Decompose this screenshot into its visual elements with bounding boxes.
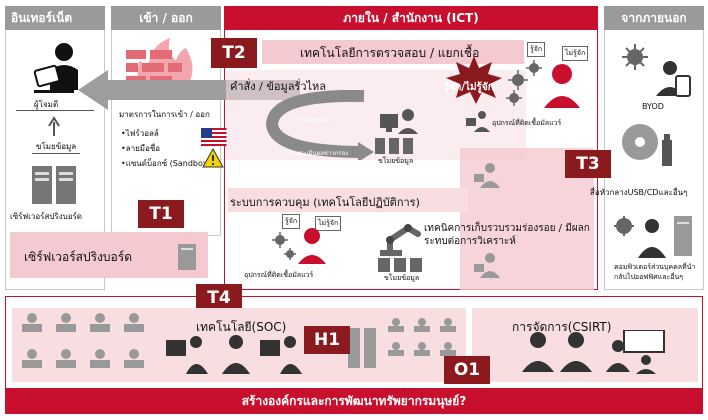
t3-device-icon bbox=[474, 253, 500, 278]
springboard-box bbox=[10, 232, 208, 278]
springboard-label: เซิร์ฟเวอร์สปริงบอร์ด bbox=[24, 250, 132, 264]
measure-firewall: •ไฟร์วอลล์ bbox=[121, 129, 159, 138]
soc-analyst-icons bbox=[166, 335, 302, 374]
byod-device-icon bbox=[656, 61, 691, 97]
internet-header: อินเทอร์เน็ต bbox=[5, 6, 105, 30]
known-badge: รู้จัก bbox=[527, 42, 546, 57]
infected-user-icon bbox=[506, 60, 580, 108]
byod-virus-icon bbox=[622, 44, 648, 70]
detect-title: เทคโนโลยีการตรวจสอบ / แยกเชื้อ bbox=[300, 46, 480, 60]
flag-icon bbox=[201, 128, 227, 146]
personal-pc-label: คอมพิวเตอร์ส่วนบุคคลที่นำกลับไปออฟฟิศและ… bbox=[614, 263, 696, 281]
attacker-divider bbox=[16, 110, 94, 111]
measures-title: มาตรการในการเข้า / ออก bbox=[119, 110, 210, 119]
footer-bar bbox=[5, 388, 703, 414]
tag-o1: O1 bbox=[444, 356, 490, 384]
attacker-icon bbox=[33, 43, 78, 93]
measure-signature: •ลายมือชื่อ bbox=[121, 144, 161, 153]
spread-label: การแพร่พันธุ์ bbox=[296, 117, 329, 124]
control-title-box bbox=[228, 188, 468, 212]
tag-t4: T4 bbox=[196, 284, 242, 312]
user-pc-icon bbox=[380, 109, 418, 134]
stolen-label-2: ขโมยข้อมูล bbox=[384, 274, 420, 282]
infected-label-2: อุปกรณ์ที่ติดเชื้อมัลแวร์ bbox=[244, 271, 314, 279]
measure-sandbox: •แซนด์บ็อกซ์ (Sandbox) bbox=[121, 159, 211, 168]
server-label: เซิร์ฟเวอร์สปริงบอร์ด bbox=[10, 212, 82, 221]
detect-title-box bbox=[262, 40, 524, 64]
usb-cd-icon bbox=[622, 124, 672, 166]
forensics-label: เทคนิคการเก็บรวบรวมร่องรอย / มีผลกระทบต่… bbox=[424, 223, 590, 247]
tag-t1: T1 bbox=[138, 200, 184, 228]
burst-icon bbox=[446, 56, 502, 104]
robot-arm-icon bbox=[380, 224, 421, 256]
server-icon bbox=[32, 166, 76, 204]
tag-t2: T2 bbox=[211, 38, 257, 68]
byod-label: BYOD bbox=[642, 102, 664, 111]
gateway-header: เข้า / ออก bbox=[111, 6, 221, 30]
footer-label: สร้างองค์กรและการพัฒนาทรัพยากรมนุษย์? bbox=[241, 393, 467, 408]
t3-user-icon bbox=[474, 163, 500, 188]
springboard-server-icon bbox=[178, 244, 196, 270]
leak-label: ขโมยข้อมูล bbox=[32, 140, 81, 154]
csirt-team-icon bbox=[522, 330, 665, 374]
command-label: คำสั่ง / ข้อมูลรั่วไหล bbox=[230, 80, 327, 93]
tag-t3: T3 bbox=[565, 150, 611, 178]
tag-h1: H1 bbox=[304, 326, 350, 354]
control-title: ระบบการควบคุม (เทคโนโลยีปฏิบัติการ) bbox=[230, 196, 420, 209]
stolen-server-icon bbox=[375, 138, 413, 154]
warning-icon bbox=[202, 148, 224, 168]
unknown-badge-2: ไม่รู้จัก bbox=[315, 216, 342, 231]
infected-label: อุปกรณ์ที่ติดเชื้อมัลแวร์ bbox=[492, 119, 562, 127]
infected-pc-icon bbox=[466, 111, 490, 132]
internal-header: ภายใน / สำนักงาน (ICT) bbox=[224, 6, 598, 30]
known-unknown-label: รู้จัก/ไม่รู้จัก bbox=[444, 82, 494, 93]
soc-right-icons bbox=[348, 318, 456, 368]
spread-curve-arrow bbox=[265, 90, 374, 160]
usb-label: สื่อหัวกลางUSB/CDและอื่นๆ bbox=[590, 188, 688, 197]
known-badge-2: รู้จัก bbox=[282, 214, 301, 229]
personal-pc-icon bbox=[614, 216, 692, 258]
soc-label: เทคโนโลยี(SOC) bbox=[196, 320, 287, 334]
attacker-label: ผู้โจมตี bbox=[34, 100, 59, 109]
theft-label: การประเมินผลข่าวกรอง bbox=[286, 150, 349, 157]
leak-arrow-icon bbox=[48, 116, 60, 136]
csirt-label: การจัดการ(CSIRT) bbox=[512, 320, 612, 334]
unknown-badge: ไม่รู้จัก bbox=[562, 46, 589, 61]
external-header: จากภายนอก bbox=[604, 6, 704, 30]
stolen-label: ขโมยข้อมูล bbox=[378, 157, 414, 165]
infected-user-icon-2 bbox=[272, 228, 326, 264]
soc-staff-icons bbox=[22, 313, 144, 368]
control-server-icon bbox=[378, 258, 422, 272]
